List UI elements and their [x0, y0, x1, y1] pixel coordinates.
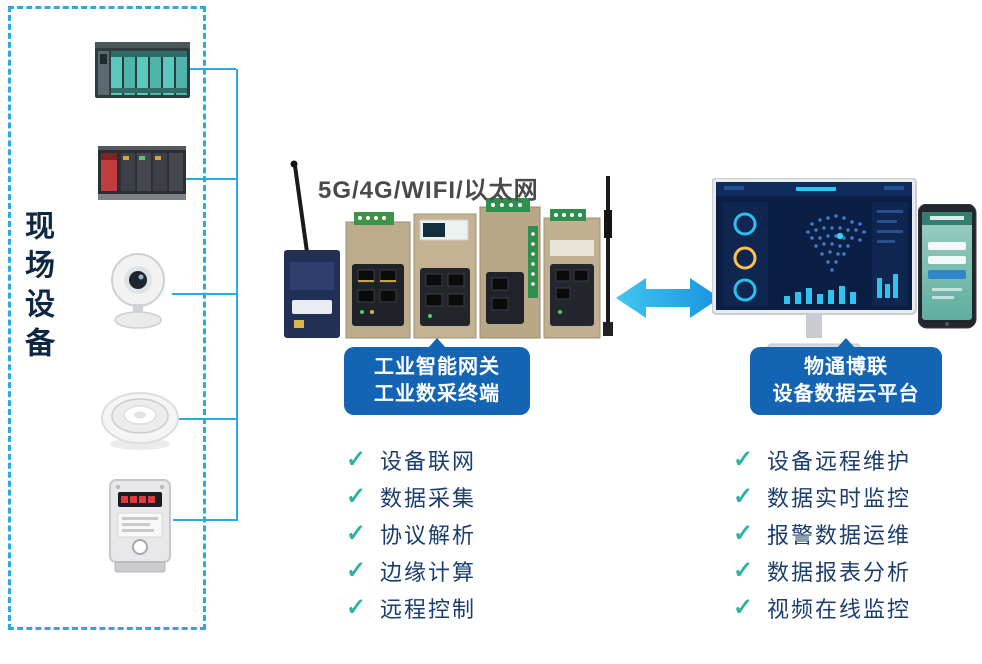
feature-label: 视频在线监控: [767, 596, 912, 622]
cloud-platform-label: 物通博联 设备数据云平台: [750, 338, 942, 415]
plc-rack-2-image: [98, 146, 186, 200]
cloud-label-line1: 物通博联: [804, 356, 888, 378]
feature-item: ✓ 边缘计算: [346, 552, 476, 589]
connector-plc1-line: [188, 68, 236, 70]
feature-item: ✓ 远程控制: [346, 589, 476, 626]
check-icon: ✓: [733, 483, 754, 510]
feature-label: 边缘计算: [380, 559, 477, 585]
field-devices-title: 现场设备: [20, 210, 53, 366]
gateway-label-line2: 工业数采终端: [374, 383, 500, 405]
feature-label: 报警数据运维: [767, 522, 912, 548]
data-exchange-arrow: [616, 278, 720, 318]
smoke-detector-image: [101, 392, 179, 450]
feature-label: 远程控制: [380, 596, 477, 622]
feature-item: ✓ 设备联网: [346, 441, 476, 478]
connector-plc2-line: [184, 178, 236, 180]
connectivity-title: 5G/4G/WIFI/以太网: [318, 177, 539, 204]
feature-item: ✓ 数据报表分析: [733, 552, 911, 589]
check-icon: ✓: [733, 594, 754, 621]
feature-item: ✓ 视频在线监控: [733, 589, 911, 626]
check-icon: ✓: [346, 557, 367, 584]
gateway-label: 工业智能网关 工业数采终端: [344, 338, 530, 415]
feature-item: ✓ 协议解析: [346, 515, 476, 552]
gateway-feature-list: ✓ 设备联网 ✓ 数据采集 ✓ 协议解析 ✓ 边缘计算 ✓ 远程控制: [346, 441, 476, 626]
feature-label: 设备联网: [380, 448, 477, 474]
check-icon: ✓: [733, 520, 754, 547]
connector-meter-line: [173, 519, 236, 521]
check-icon: ✓: [346, 520, 367, 547]
connector-vertical-line: [236, 69, 238, 521]
connector-smoke-line: [178, 418, 236, 420]
feature-item: ✓ 设备远程维护: [733, 441, 911, 478]
gateway-label-line1: 工业智能网关: [374, 356, 500, 378]
webcam-image: [111, 253, 165, 329]
plc-rack-1-image: [95, 42, 190, 98]
cloud-platform-phone-image: [918, 204, 977, 329]
feature-item: ✓ 数据采集: [346, 478, 476, 515]
feature-label: 数据采集: [380, 485, 477, 511]
feature-label: 协议解析: [380, 522, 477, 548]
check-icon: ✓: [346, 594, 367, 621]
connector-camera-line: [172, 293, 236, 295]
check-icon: ✓: [346, 483, 367, 510]
cloud-label-line2: 设备数据云平台: [772, 383, 920, 405]
feature-label: 数据报表分析: [767, 559, 912, 585]
check-icon: ✓: [733, 446, 754, 473]
feature-item: ✓ 数据实时监控: [733, 478, 911, 515]
feature-item: ✓ 报警数据运维: [733, 515, 911, 552]
cloud-platform-monitor-image: [712, 178, 917, 357]
cloud-feature-list: ✓ 设备远程维护 ✓ 数据实时监控 ✓ 报警数据运维 ✓ 数据报表分析 ✓ 视频…: [733, 441, 911, 626]
check-icon: ✓: [733, 557, 754, 584]
feature-label: 设备远程维护: [767, 448, 912, 474]
feature-label: 数据实时监控: [767, 485, 912, 511]
gateway-devices-image: [284, 160, 613, 339]
field-devices-boundary: [8, 6, 206, 630]
electric-meter-image: [109, 479, 171, 573]
check-icon: ✓: [346, 446, 367, 473]
